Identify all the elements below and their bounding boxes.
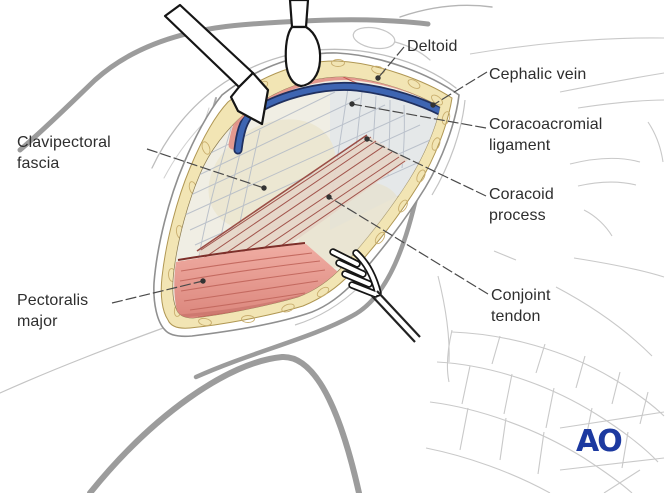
rake-retractor bbox=[329, 248, 421, 343]
arm-contour bbox=[193, 191, 420, 380]
rake-handle bbox=[371, 290, 421, 343]
clavicle-sketch bbox=[352, 26, 396, 50]
axilla-fold-contour bbox=[87, 353, 362, 493]
leader-lines bbox=[111, 46, 489, 304]
label-pectoralis-major: Pectoralis major bbox=[17, 292, 89, 330]
rib-cage bbox=[425, 37, 665, 493]
leader-coracoid bbox=[366, 138, 487, 197]
body-contours bbox=[0, 4, 493, 493]
retractor-top-left bbox=[163, 3, 270, 126]
label-clavipectoral-fascia: Clavipectoral fascia bbox=[17, 134, 111, 172]
label-coracoacromial-ligament: Coracoacromial ligament bbox=[489, 116, 603, 154]
label-cephalic-vein: Cephalic vein bbox=[489, 66, 587, 83]
label-conjoint-tendon: Conjoint tendon bbox=[491, 287, 551, 325]
label-deltoid: Deltoid bbox=[407, 38, 458, 55]
retractor-top-center bbox=[284, 0, 322, 88]
leader-pectoralis bbox=[111, 280, 204, 304]
cephalic-vein-vessel bbox=[233, 81, 441, 155]
leader-cephalic-vein bbox=[432, 71, 488, 106]
surgical-wound bbox=[153, 52, 466, 338]
ao-logo: AO bbox=[576, 424, 623, 459]
shoulder-contour bbox=[17, 17, 431, 153]
leader-clavipectoral bbox=[146, 148, 265, 189]
leader-deltoid bbox=[377, 46, 405, 79]
leader-conjoint bbox=[328, 196, 489, 295]
label-coracoid-process: Coracoid process bbox=[489, 186, 554, 224]
leader-dots bbox=[200, 75, 436, 284]
leader-coracoacromial bbox=[351, 103, 487, 129]
